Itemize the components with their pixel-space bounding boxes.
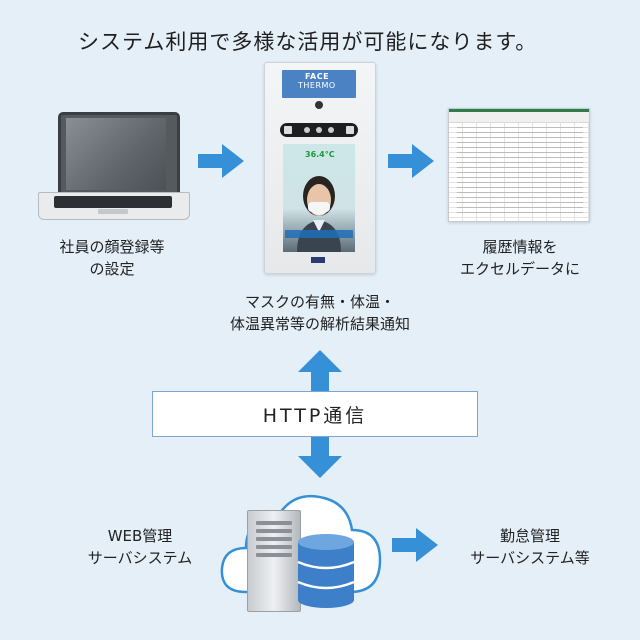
device-logo-face: FACE — [305, 72, 330, 81]
headline: システム利用で多様な活用が可能になります。 — [78, 30, 538, 54]
attendance-caption: 勤怠管理 サーバシステム等 — [450, 525, 610, 569]
excel-caption-line2: エクセルデータに — [459, 260, 580, 278]
attendance-caption-line1: 勤怠管理 — [499, 527, 560, 545]
device-logo-thermo: THERMO — [298, 81, 336, 90]
http-connection-label: HTTP通信 — [152, 391, 478, 437]
arrow-server-to-attendance — [392, 528, 438, 562]
laptop-display — [66, 118, 166, 190]
laptop-keyboard — [54, 196, 172, 208]
laptop-caption-line1: 社員の顔登録等 — [59, 238, 165, 256]
device-screen — [283, 144, 355, 252]
attendance-caption-line2: サーバシステム等 — [470, 549, 590, 567]
server-icon — [247, 510, 301, 612]
arrow-device-to-excel — [388, 144, 434, 178]
temperature-readout: 36.4°C — [305, 150, 335, 159]
device-caption-line1: マスクの有無・体温・ — [244, 293, 395, 311]
laptop-caption-line2: の設定 — [89, 260, 135, 278]
spreadsheet-icon — [448, 108, 590, 222]
web-server-caption-line1: WEB管理 — [107, 527, 173, 545]
excel-caption-line1: 履歴情報を — [482, 238, 558, 256]
laptop-caption: 社員の顔登録等 の設定 — [42, 236, 182, 280]
device-caption-line2: 体温異常等の解析結果通知 — [229, 315, 410, 333]
laptop-touchpad — [98, 209, 128, 214]
web-server-caption: WEB管理 サーバシステム — [70, 525, 210, 569]
device-caption: マスクの有無・体温・ 体温異常等の解析結果通知 — [196, 291, 444, 335]
database-icon — [297, 534, 355, 608]
camera-icon — [315, 101, 323, 109]
arrow-laptop-to-device — [198, 144, 244, 178]
web-server-caption-line2: サーバシステム — [87, 549, 193, 567]
device-logo — [282, 70, 356, 98]
sensor-bar — [280, 123, 358, 137]
device-brand-mark — [311, 257, 325, 263]
excel-caption: 履歴情報を エクセルデータに — [440, 236, 600, 280]
